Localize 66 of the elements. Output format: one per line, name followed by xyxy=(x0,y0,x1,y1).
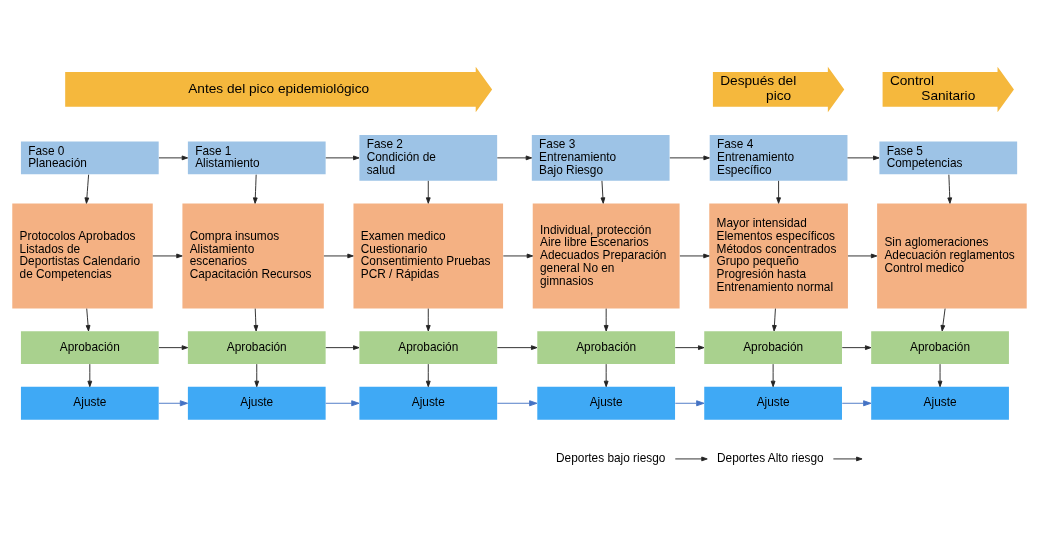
node-box: Aprobación xyxy=(871,330,1009,364)
arrow xyxy=(252,173,258,204)
arrow xyxy=(603,307,609,331)
arrow xyxy=(425,363,431,387)
arrow xyxy=(425,179,431,204)
node-box: Protocolos Aprobados Listados de Deportistas Calendario de Competencias xyxy=(12,203,153,308)
node-box: Aprobación xyxy=(187,330,326,364)
node-box: Ajuste xyxy=(704,386,842,420)
arrow xyxy=(84,173,90,204)
node-text: Deportes bajo riesgo xyxy=(556,450,666,465)
node-box: Ajuste xyxy=(359,386,498,420)
node-box: Aprobación xyxy=(20,330,159,364)
node-box: Fase 4 Entrenamiento Específico xyxy=(709,134,848,181)
arrow xyxy=(841,399,872,406)
arrow xyxy=(674,456,708,461)
arrow xyxy=(776,179,781,204)
arrow xyxy=(253,307,259,331)
node-box: Mayor intensidad Elementos específicos Métodos concentrados Grupo pequeño Progresión hasta Entrenamiento normal xyxy=(709,203,848,308)
node-box: Ajuste xyxy=(20,386,159,420)
arrow xyxy=(600,179,606,204)
arrow xyxy=(841,344,872,350)
arrow xyxy=(158,344,189,350)
node-box: Fase 3 Entrenamiento Bajo Riesgo xyxy=(531,134,670,181)
arrow xyxy=(770,363,776,387)
arrow xyxy=(425,307,431,331)
node-box: Ajuste xyxy=(871,386,1009,420)
arrow xyxy=(669,155,710,160)
arrow xyxy=(254,363,260,387)
node-text: Deportes Alto riesgo xyxy=(717,450,824,465)
node-box: Compra insumos Alistamiento escenarios Capacitación Recursos xyxy=(182,203,324,308)
node-box: Examen medico Cuestionario Consentimiento Pruebas PCR / Rápidas xyxy=(353,203,504,308)
arrow xyxy=(940,307,946,331)
arrow xyxy=(679,253,710,258)
arrow xyxy=(674,399,705,406)
arrow xyxy=(603,363,609,387)
node-box: Individual, protección Aire libre Escenarios Adecuados Preparación general No en gimnasios xyxy=(532,203,680,308)
node-box: Aprobación xyxy=(359,330,498,364)
arrow xyxy=(772,307,777,331)
node-box: Aprobación xyxy=(704,330,842,364)
node-box: Ajuste xyxy=(537,386,676,420)
arrow xyxy=(85,307,91,331)
arrow xyxy=(325,155,360,160)
node-box: Sin aglomeraciones Adecuación reglamentos Control medico xyxy=(877,203,1027,308)
arrow xyxy=(937,363,943,387)
node-box: Fase 0 Planeación xyxy=(20,140,159,174)
arrow xyxy=(158,155,189,160)
arrow xyxy=(87,363,93,387)
arrow xyxy=(847,155,880,160)
arrow xyxy=(496,155,533,160)
node-box: Aprobación xyxy=(537,330,676,364)
arrow xyxy=(325,399,360,406)
arrow xyxy=(325,344,360,350)
node-box: Fase 1 Alistamiento xyxy=(187,140,326,174)
arrow xyxy=(158,399,189,406)
arrow xyxy=(832,456,863,461)
arrow xyxy=(847,253,878,258)
arrow xyxy=(502,253,534,258)
arrow xyxy=(152,253,183,258)
arrow xyxy=(323,253,354,258)
node-box: Fase 2 Condición de salud xyxy=(359,134,498,181)
arrow xyxy=(496,399,538,406)
arrow xyxy=(947,173,953,204)
node-box: Ajuste xyxy=(187,386,326,420)
node-box: Fase 5 Competencias xyxy=(879,140,1018,174)
arrow xyxy=(496,344,538,350)
arrow xyxy=(674,344,705,350)
